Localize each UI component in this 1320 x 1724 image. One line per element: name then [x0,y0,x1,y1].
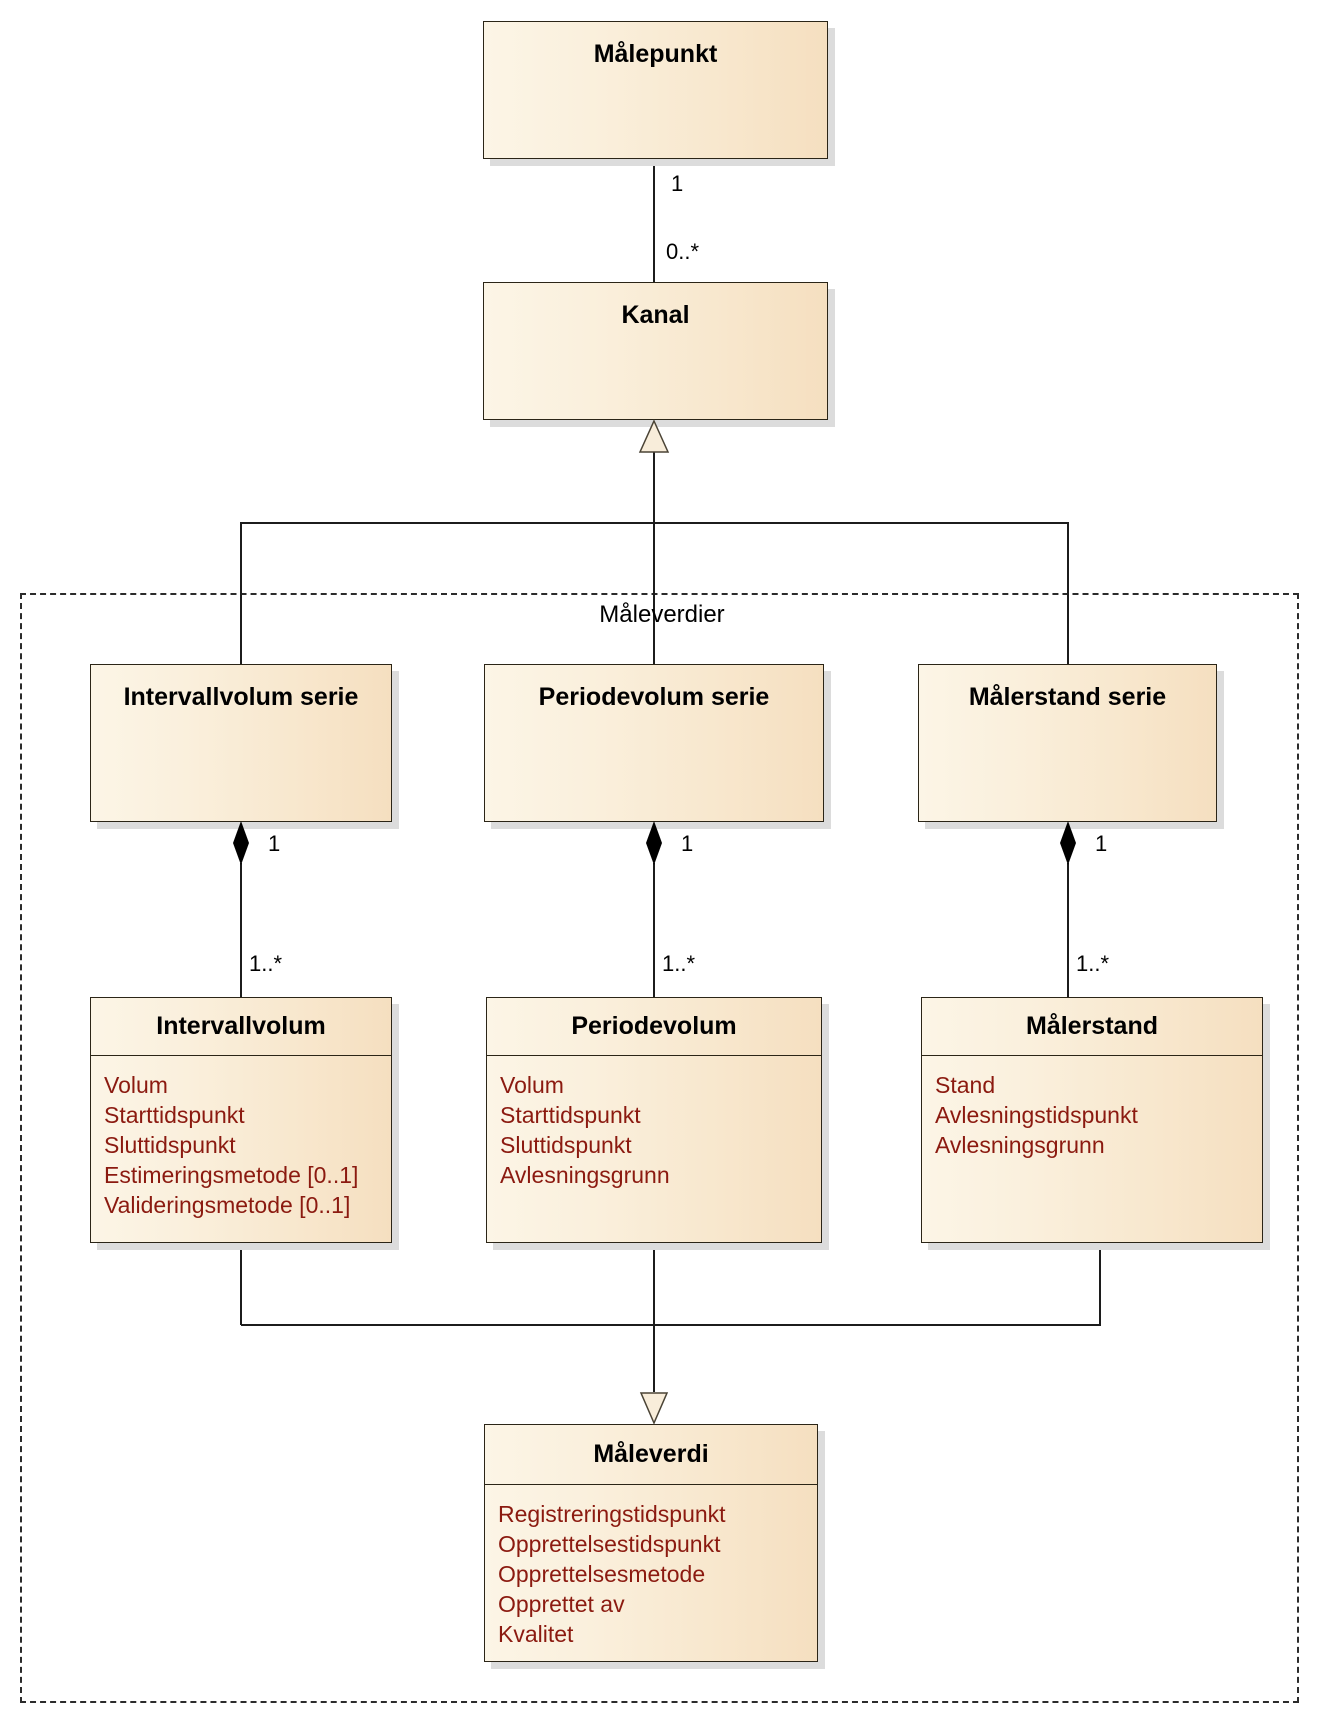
attribute: Starttidspunkt [104,1102,245,1128]
attribute: Kvalitet [498,1621,574,1647]
generalization-arrow-up-icon [638,419,670,453]
class-malepunkt-title: Målepunkt [593,40,718,68]
maleverdier-boundary [20,593,1299,1703]
edge-periodevolum-gen [653,1243,655,1392]
edge-malerstand-comp [1067,863,1069,997]
boundary-label: Måleverdier [599,601,725,628]
class-intervallvolum-title: Intervallvolum [156,1012,326,1040]
attribute: Volum [500,1072,564,1098]
multiplicity-label: 1..* [1076,951,1110,976]
edge-periodevolum-comp [653,863,655,997]
edge-branch-left [240,522,242,665]
multiplicity-label: 1 [1095,831,1108,856]
composition-diamond-icon [233,821,249,865]
attribute: Starttidspunkt [500,1102,641,1128]
class-intervallvolum-serie: Intervallvolum serie [90,664,392,822]
class-malerstand-attributes: Stand Avlesningstidspunkt Avlesningsgrun… [922,1056,1262,1160]
class-periodevolum: Periodevolum Volum Starttidspunkt Slutti… [486,997,822,1243]
class-kanal-title: Kanal [621,301,690,329]
attribute: Avlesningstidspunkt [935,1102,1138,1128]
class-maleverdi-header: Måleverdi [485,1425,817,1485]
class-malerstand: Målerstand Stand Avlesningstidspunkt Avl… [921,997,1263,1243]
class-malerstand-serie: Målerstand serie [918,664,1217,822]
edge-intervallvolum-gen [240,1243,242,1325]
attribute: Valideringsmetode [0..1] [104,1192,351,1218]
class-malepunkt: Målepunkt [483,21,828,159]
attribute: Avlesningsgrunn [935,1132,1105,1158]
class-periodevolum-serie: Periodevolum serie [484,664,824,822]
class-malerstand-header: Målerstand [922,998,1262,1056]
class-malerstand-serie-title: Målerstand serie [968,683,1167,711]
attribute: Opprettelsestidspunkt [498,1531,721,1557]
composition-diamond-icon [646,821,662,865]
attribute: Registreringstidspunkt [498,1501,726,1527]
edge-intervallvolum-comp [240,863,242,997]
attribute: Volum [104,1072,168,1098]
attribute: Sluttidspunkt [500,1132,632,1158]
class-intervallvolum-attributes: Volum Starttidspunkt Sluttidspunkt Estim… [91,1056,391,1220]
edge-malepunkt-kanal [653,159,655,282]
class-maleverdi-title: Måleverdi [593,1440,709,1468]
multiplicity-label: 1 [671,171,684,196]
edge-generalization-branch [241,522,1069,524]
class-intervallvolum: Intervallvolum Volum Starttidspunkt Slut… [90,997,392,1243]
class-periodevolum-attributes: Volum Starttidspunkt Sluttidspunkt Avles… [487,1056,821,1190]
edge-kanal-generalization-stem [653,452,655,523]
multiplicity-label: 1 [681,831,694,856]
class-malerstand-title: Målerstand [1026,1012,1158,1040]
class-periodevolum-title: Periodevolum [571,1012,737,1040]
class-periodevolum-serie-title: Periodevolum serie [538,683,770,711]
multiplicity-label: 1..* [662,951,696,976]
multiplicity-label: 0..* [666,239,700,264]
edge-branch-middle [653,522,655,665]
composition-diamond-icon [1060,821,1076,865]
multiplicity-label: 1..* [249,951,283,976]
edge-generalization-junction [241,1324,1101,1326]
attribute: Estimeringsmetode [0..1] [104,1162,359,1188]
class-maleverdi-attributes: Registreringstidspunkt Opprettelsestidsp… [485,1485,817,1649]
class-periodevolum-header: Periodevolum [487,998,821,1056]
attribute: Opprettet av [498,1591,625,1617]
edge-branch-right [1067,522,1069,665]
class-intervallvolum-header: Intervallvolum [91,998,391,1056]
attribute: Opprettelsesmetode [498,1561,706,1587]
attribute: Sluttidspunkt [104,1132,236,1158]
attribute: Avlesningsgrunn [500,1162,670,1188]
edge-malerstand-gen [1099,1243,1101,1325]
generalization-arrow-down-icon [639,1392,669,1425]
attribute: Stand [935,1072,996,1098]
multiplicity-label: 1 [268,831,281,856]
class-intervallvolum-serie-title: Intervallvolum serie [123,683,359,711]
class-maleverdi: Måleverdi Registreringstidspunkt Opprett… [484,1424,818,1662]
class-kanal: Kanal [483,282,828,420]
